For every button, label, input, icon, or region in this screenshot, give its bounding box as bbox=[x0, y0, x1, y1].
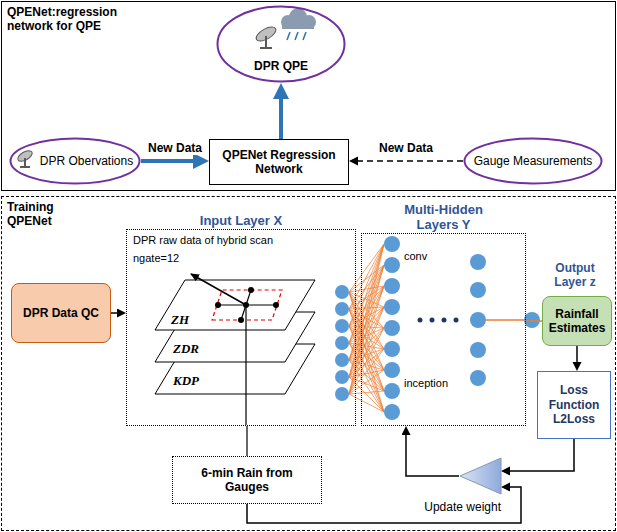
plane-label: KDP bbox=[172, 374, 200, 389]
connector bbox=[576, 346, 578, 366]
layer-label: inception bbox=[403, 377, 449, 390]
node-body-text: DPR raw data of hybrid scan bbox=[133, 234, 273, 247]
process-box: DPR Data QC bbox=[11, 283, 111, 343]
output-ellipse: DPR QPE bbox=[216, 5, 346, 83]
node-text: Rainfall Estimates bbox=[547, 307, 607, 336]
input-ellipse: Gauge Measurements bbox=[463, 137, 603, 185]
connector bbox=[406, 431, 459, 476]
triangle-shape bbox=[459, 457, 501, 495]
radar-icon bbox=[254, 8, 316, 48]
connector bbox=[354, 160, 463, 162]
gauge-box: 6-min Rain from Gauges bbox=[172, 456, 322, 504]
layer-box: Multi-Hidden Layers Y bbox=[361, 233, 526, 426]
connector bbox=[506, 439, 574, 471]
node-text: QPENet:regression network for QPE bbox=[7, 5, 137, 34]
panel: Training QPENetDPR Data QCInput Layer XD… bbox=[1, 196, 616, 531]
node-text: QPENet Regression Network bbox=[215, 148, 343, 177]
connector bbox=[141, 159, 199, 163]
plane-label: ZDR bbox=[172, 342, 200, 357]
panel: QPENet:regression network for QPE DPR QPE… bbox=[1, 1, 616, 191]
network-mesh bbox=[349, 244, 384, 412]
node-text: Gauge Measurements bbox=[474, 154, 593, 168]
data-planes bbox=[155, 280, 315, 394]
edge-label: New Data bbox=[146, 141, 204, 155]
connector bbox=[247, 487, 521, 523]
node-text: Update weight bbox=[424, 500, 501, 514]
neurons bbox=[335, 236, 540, 420]
connector bbox=[246, 426, 247, 456]
radar-icon bbox=[16, 149, 34, 167]
node-text: Multi-Hidden Layers Y bbox=[392, 203, 495, 232]
layer-label: conv bbox=[403, 250, 428, 263]
process-box: QPENet Regression Network bbox=[209, 139, 349, 185]
edge-label: New Data bbox=[377, 141, 435, 155]
plane-label: ZH bbox=[170, 313, 190, 328]
update-triangle: Update weight bbox=[459, 457, 501, 495]
output-box: Rainfall Estimates bbox=[542, 296, 612, 346]
node-body-text: ngate=12 bbox=[133, 252, 179, 265]
node-text: 6-min Rain from Gauges bbox=[178, 466, 316, 495]
input-ellipse: DPR Obervations bbox=[9, 137, 141, 185]
connector bbox=[111, 312, 121, 314]
loss-box: Loss Function L2Loss bbox=[537, 371, 611, 439]
node-text: Input Layer X bbox=[127, 214, 355, 228]
node-text: Loss Function L2Loss bbox=[543, 383, 605, 426]
layer-box: Input Layer XDPR raw data of hybrid scan… bbox=[126, 229, 356, 426]
layer-heading: Output Layer z bbox=[537, 262, 613, 290]
node-text: Training QPENet bbox=[7, 200, 69, 229]
node-text: DPR QPE bbox=[254, 59, 308, 73]
connector bbox=[526, 320, 542, 322]
node-text: DPR Obervations bbox=[40, 154, 133, 168]
connector bbox=[279, 93, 283, 139]
node-text: DPR Data QC bbox=[23, 306, 99, 320]
scan-grid bbox=[191, 274, 282, 425]
